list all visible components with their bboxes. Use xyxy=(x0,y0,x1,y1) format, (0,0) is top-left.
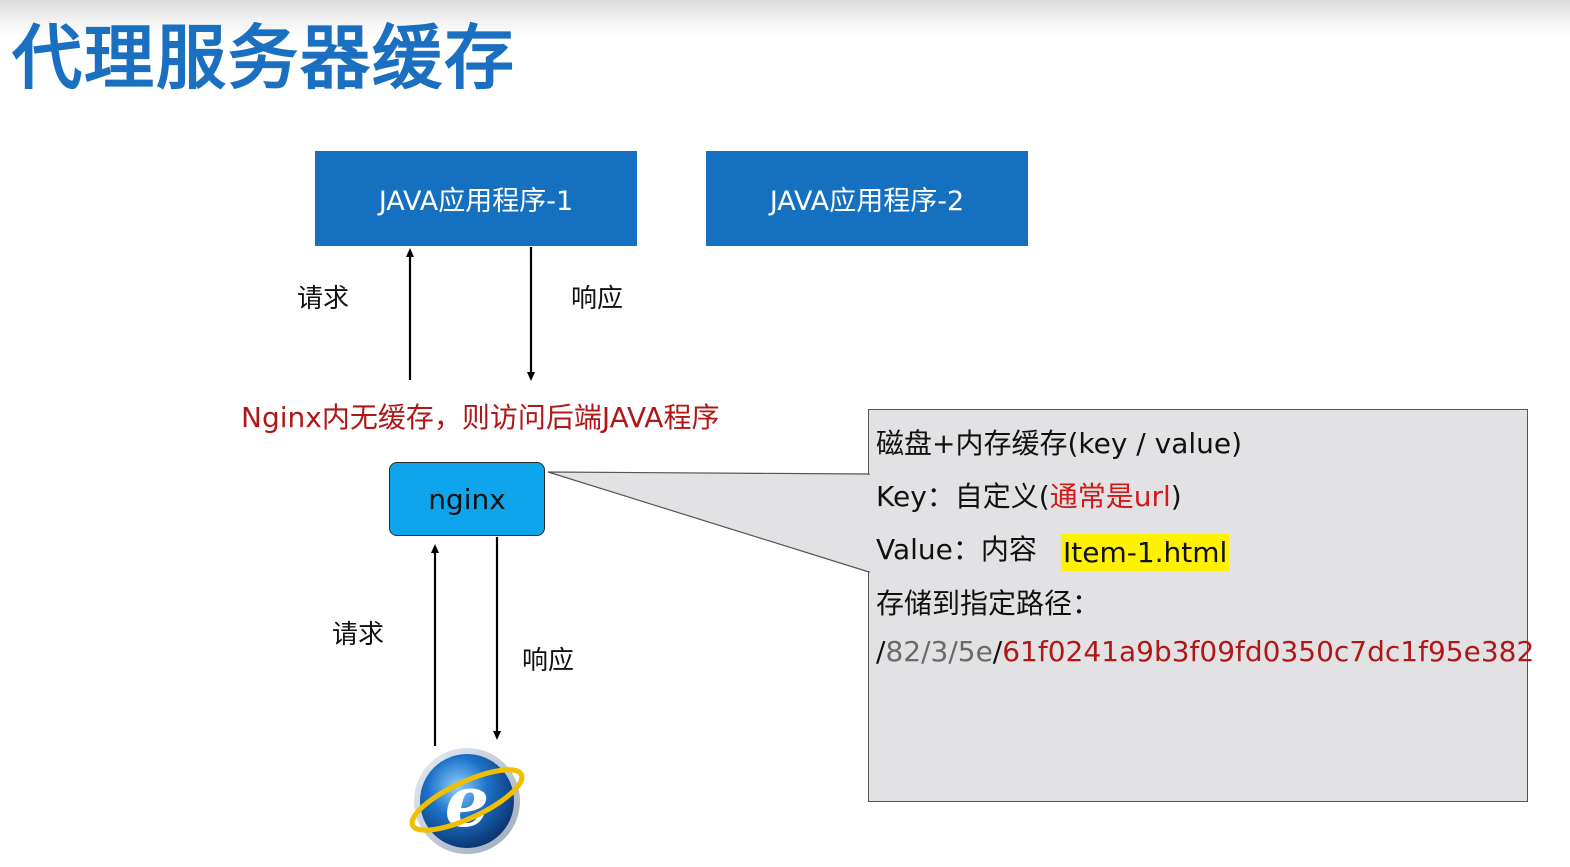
value-highlight-wrap: Item-1.html xyxy=(1061,534,1230,571)
callout-line-key: Key：自定义(通常是url) xyxy=(876,475,1182,515)
slide-title: 代理服务器缓存 xyxy=(12,17,516,99)
path-directory: 82/3/5e xyxy=(885,635,993,668)
lower-request-label: 请求 xyxy=(332,620,385,650)
no-cache-note: Nginx内无缓存，则访问后端JAVA程序 xyxy=(241,401,720,434)
path-leading-slash: / xyxy=(876,635,886,668)
callout-pointer xyxy=(547,471,870,573)
nginx-box: nginx xyxy=(389,462,545,536)
upper-response-label: 响应 xyxy=(571,284,624,314)
callout-line-cache-type: 磁盘+内存缓存(key / value) xyxy=(876,427,1243,460)
java-app-2-box: JAVA应用程序-2 xyxy=(706,151,1028,246)
callout-line-path: /82/3/5e/61f0241a9b3f09fd0350c7dc1f95e38… xyxy=(876,635,1534,668)
key-suffix: ) xyxy=(1170,480,1182,513)
key-url-note: 通常是url xyxy=(1049,480,1171,513)
path-hash: 61f0241a9b3f09fd0350c7dc1f95e382 xyxy=(1002,635,1535,668)
value-highlight: Item-1.html xyxy=(1061,534,1230,571)
internet-explorer-icon: e xyxy=(409,748,525,854)
callout-line-value: Value：内容 xyxy=(876,528,1037,568)
key-prefix: Key：自定义( xyxy=(876,480,1050,513)
cache-callout-box xyxy=(868,409,1528,802)
top-strip xyxy=(0,0,1570,38)
path-separator: / xyxy=(992,635,1003,668)
lower-response-label: 响应 xyxy=(522,646,575,676)
java-app-1-box: JAVA应用程序-1 xyxy=(315,151,637,246)
value-prefix: Value：内容 xyxy=(876,533,1037,566)
callout-line-storage: 存储到指定路径： xyxy=(876,587,1101,620)
upper-request-label: 请求 xyxy=(297,284,350,314)
